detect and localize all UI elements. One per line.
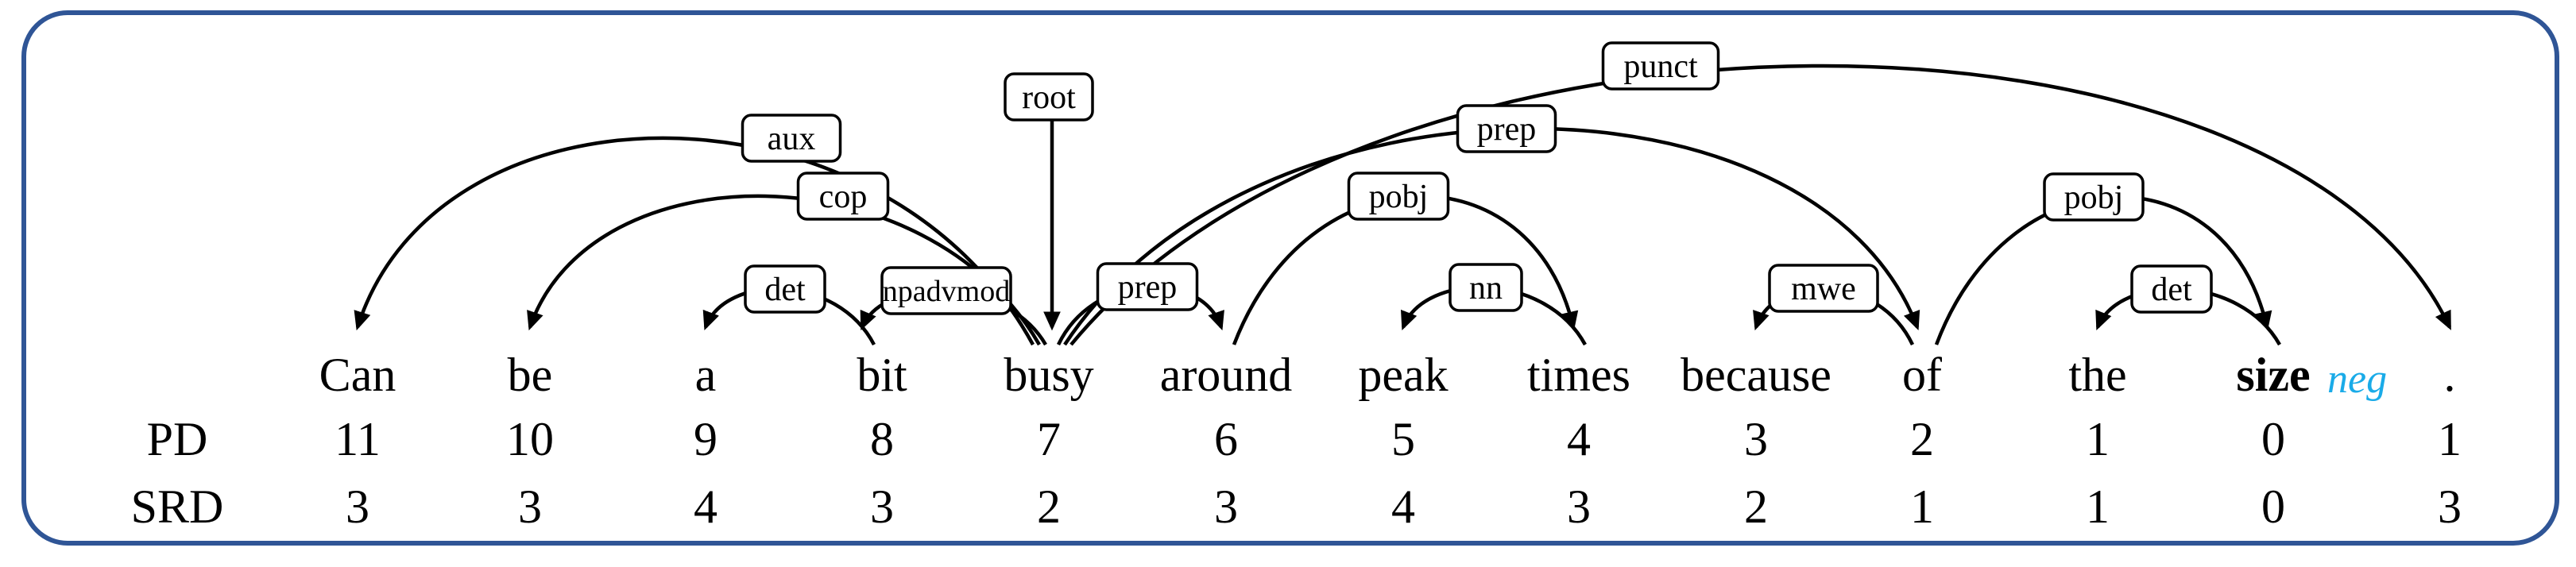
arc-label-mwe: mwe <box>1791 271 1856 307</box>
arc-label-prep: prep <box>1118 269 1178 306</box>
pd-value: 6 <box>1214 413 1238 465</box>
arc-label-nn: nn <box>1469 270 1503 307</box>
arc-label-det: det <box>764 272 806 308</box>
arc-aux <box>354 136 1035 346</box>
token-word: times <box>1527 349 1630 401</box>
token-tag-neg: neg <box>2327 357 2387 402</box>
arc-label-aux: aux <box>768 121 816 157</box>
srd-value: 3 <box>346 480 369 533</box>
srd-value: 3 <box>2438 480 2462 533</box>
arc-label-prep: prep <box>1477 111 1537 148</box>
pd-value: 0 <box>2261 413 2285 465</box>
arc-label-box-det <box>2130 264 2213 314</box>
srd-value-row: 3 3 4 3 2 3 4 3 2 1 1 0 3 <box>346 480 2462 533</box>
arc-label-pobj: pobj <box>1369 179 1429 215</box>
arc-label-box-aux <box>741 114 842 163</box>
arc-label-box-root <box>1004 72 1094 122</box>
srd-value: 2 <box>1744 480 1768 533</box>
srd-row-label: SRD <box>131 480 224 533</box>
pd-value: 11 <box>335 413 381 465</box>
token-word: be <box>508 349 553 401</box>
srd-value: 3 <box>1214 480 1238 533</box>
srd-value: 1 <box>2086 480 2110 533</box>
token-word: bit <box>857 349 907 401</box>
arc-label-box-det <box>744 264 826 314</box>
srd-value: 2 <box>1037 480 1061 533</box>
arc-punct <box>1069 64 2452 346</box>
token-word: of <box>1902 349 1942 401</box>
arc-label-root: root <box>1022 79 1076 116</box>
srd-value: 3 <box>870 480 894 533</box>
pd-value: 1 <box>2086 413 2110 465</box>
token-word: the <box>2068 349 2126 401</box>
token-word: a <box>695 349 717 401</box>
srd-value: 3 <box>1567 480 1591 533</box>
arc-label-box-punct <box>1601 41 1720 91</box>
arc-label-box-prep <box>1096 262 1199 311</box>
token-word: because <box>1681 349 1831 401</box>
pd-value: 3 <box>1744 413 1768 465</box>
token-word: around <box>1160 349 1293 401</box>
pd-row-label: PD <box>147 413 208 465</box>
sentence-token-row: Can be a bit busy around peak times because of the… <box>319 349 2456 402</box>
pd-value: 5 <box>1391 413 1415 465</box>
arc-label-box-cop <box>796 172 890 221</box>
pd-value: 10 <box>506 413 554 465</box>
token-word: . <box>2444 349 2456 401</box>
srd-value: 4 <box>1391 480 1415 533</box>
token-word: busy <box>1004 349 1093 401</box>
token-word: Can <box>319 349 396 401</box>
pd-value: 4 <box>1567 413 1591 465</box>
pd-value: 8 <box>870 413 894 465</box>
arc-label-det: det <box>2151 272 2192 308</box>
pd-value: 9 <box>694 413 717 465</box>
arc-label-box-pobj <box>1347 172 1450 221</box>
srd-value: 4 <box>694 480 717 533</box>
arc-label-box-nn <box>1449 263 1523 312</box>
arc-label-cop: cop <box>819 179 868 215</box>
arc-label-box-pobj <box>2043 172 2145 222</box>
pd-value: 2 <box>1910 413 1934 465</box>
arc-label-box-mwe <box>1768 264 1879 313</box>
srd-value: 0 <box>2261 480 2285 533</box>
srd-value: 1 <box>1910 480 1934 533</box>
pd-value: 7 <box>1037 413 1061 465</box>
arc-label-pobj: pobj <box>2064 179 2124 216</box>
arc-label-npadvmod: npadvmod <box>883 275 1010 308</box>
token-word: size <box>2236 349 2310 401</box>
arc-label-box-prep <box>1456 104 1557 153</box>
arc-label-punct: punct <box>1623 48 1698 85</box>
figure-frame-border <box>21 10 2559 546</box>
token-word: peak <box>1358 349 1448 401</box>
arc-label-box-npadvmod <box>880 266 1012 315</box>
srd-value: 3 <box>518 480 542 533</box>
pd-value: 1 <box>2438 413 2462 465</box>
